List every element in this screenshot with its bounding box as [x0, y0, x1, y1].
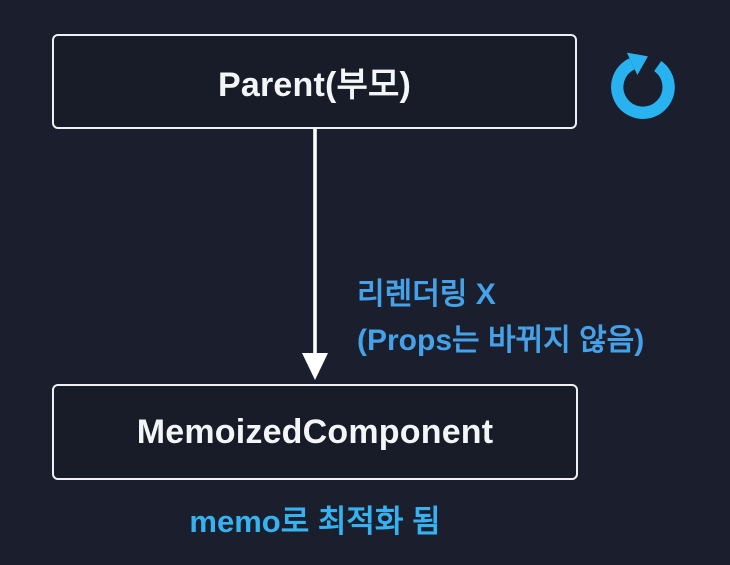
- memo-caption: memo로 최적화 됨: [189, 504, 441, 539]
- parent-node-box: Parent(부모): [52, 34, 577, 129]
- rerender-annotation-line2: (Props는 바뀌지 않음): [357, 324, 645, 357]
- memoized-node-box: MemoizedComponent: [52, 384, 578, 480]
- arrow-down: [300, 129, 330, 381]
- refresh-icon: [606, 46, 680, 120]
- rerender-annotation-line1: 리렌더링 X: [357, 278, 496, 311]
- memoized-node-label: MemoizedComponent: [136, 412, 494, 451]
- parent-node-label: Parent(부모): [217, 66, 412, 104]
- rerender-annotation: 리렌더링 X (Props는 바뀌지 않음): [357, 272, 644, 364]
